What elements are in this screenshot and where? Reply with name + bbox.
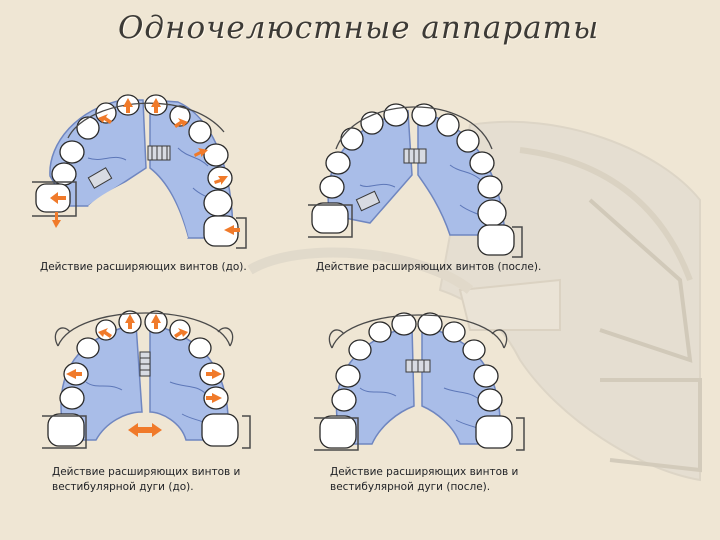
diagram-expansion-before bbox=[28, 88, 268, 258]
caption-line: Действие расширяющих винтов и bbox=[52, 465, 240, 480]
caption-line: вестибулярной дуги (до). bbox=[52, 480, 240, 495]
caption-panel-2: Действие расширяющих винтов (после). bbox=[316, 260, 541, 275]
caption-line: Действие расширяющих винтов (после). bbox=[316, 260, 541, 275]
caption-panel-1: Действие расширяющих винтов (до). bbox=[40, 260, 247, 275]
dental-arch-diagram bbox=[28, 88, 268, 258]
dental-arch-diagram bbox=[308, 306, 528, 456]
caption-line: Действие расширяющих винтов (до). bbox=[40, 260, 247, 275]
diagram-screws-and-arch-after bbox=[308, 306, 528, 456]
page-title: Одночелюстные аппараты bbox=[118, 10, 599, 46]
caption-panel-3: Действие расширяющих винтов и вестибуляр… bbox=[52, 465, 240, 495]
caption-panel-4: Действие расширяющих винтов и вестибуляр… bbox=[330, 465, 518, 495]
diagram-screws-and-arch-before bbox=[36, 302, 256, 457]
dental-arch-diagram bbox=[300, 95, 540, 260]
diagram-expansion-after bbox=[300, 95, 540, 260]
dental-arch-diagram bbox=[36, 302, 256, 457]
caption-line: вестибулярной дуги (после). bbox=[330, 480, 518, 495]
caption-line: Действие расширяющих винтов и bbox=[330, 465, 518, 480]
